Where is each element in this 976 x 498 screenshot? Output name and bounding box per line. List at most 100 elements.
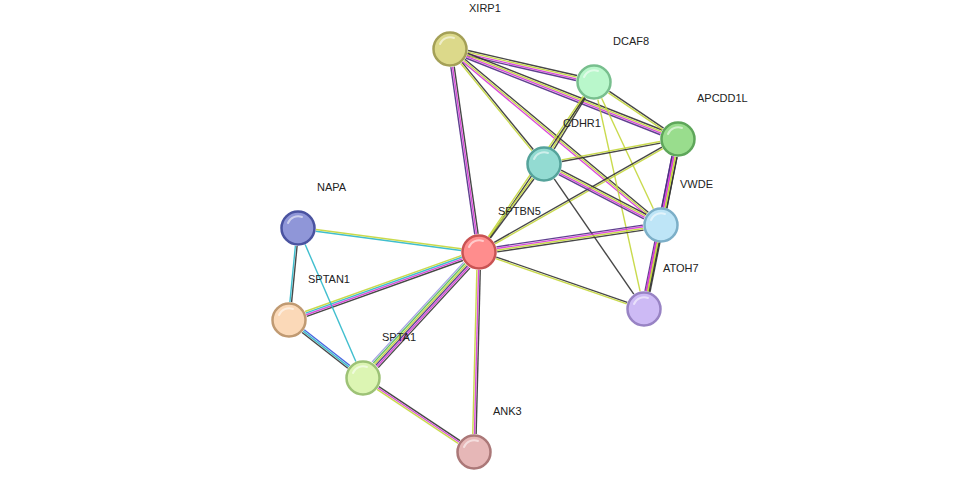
node-circle — [280, 210, 316, 246]
interaction-edge — [598, 100, 640, 292]
node-disc — [347, 362, 380, 395]
interaction-edge — [302, 330, 350, 368]
evidence-line — [316, 231, 461, 250]
evidence-line — [302, 332, 348, 368]
protein-node: CDHR1 — [526, 146, 562, 182]
evidence-line — [466, 58, 661, 135]
evidence-line — [559, 175, 644, 219]
evidence-line — [560, 172, 645, 216]
interaction-edge — [451, 67, 478, 235]
protein-label: VWDE — [680, 178, 713, 191]
protein-label: ATOH7 — [663, 262, 699, 275]
interaction-edge — [305, 245, 356, 362]
interaction-edge — [496, 257, 628, 304]
interaction-edge — [608, 91, 663, 129]
evidence-line — [305, 245, 356, 362]
evidence-line — [378, 268, 470, 368]
evidence-line — [598, 100, 640, 292]
evidence-line — [454, 67, 478, 234]
evidence-line — [497, 230, 643, 252]
node-gloss — [668, 127, 682, 134]
node-circle — [271, 302, 307, 338]
protein-label: XIRP1 — [469, 2, 501, 15]
evidence-line — [306, 259, 462, 315]
evidence-line — [467, 55, 662, 132]
interaction-edge — [316, 230, 462, 251]
evidence-line — [608, 93, 662, 130]
protein-node: SPTAN1 — [271, 302, 307, 338]
node-disc — [273, 304, 306, 337]
evidence-line — [377, 267, 469, 367]
node-circle — [526, 146, 562, 182]
node-disc — [578, 66, 611, 99]
node-gloss — [584, 70, 598, 77]
protein-node: SPTA1 — [345, 360, 381, 396]
node-disc — [434, 33, 467, 66]
evidence-line — [560, 173, 645, 217]
evidence-line — [497, 227, 643, 249]
evidence-line — [462, 62, 533, 149]
node-circle — [461, 234, 497, 270]
protein-node: DCAF8 — [576, 64, 612, 100]
interaction-edge — [377, 387, 460, 444]
node-disc — [458, 436, 491, 469]
evidence-line — [646, 242, 656, 291]
protein-label: DCAF8 — [613, 35, 649, 48]
evidence-line — [290, 246, 295, 302]
interaction-edge — [473, 270, 481, 434]
node-gloss — [534, 152, 548, 159]
evidence-line — [453, 67, 477, 234]
evidence-line — [376, 266, 468, 366]
interaction-edge — [496, 225, 643, 252]
evidence-line — [496, 257, 627, 302]
node-circle — [345, 360, 381, 396]
node-circle — [643, 207, 679, 243]
evidence-line — [378, 388, 459, 442]
evidence-line — [372, 262, 464, 362]
node-gloss — [288, 216, 302, 223]
interaction-edge — [305, 256, 463, 317]
protein-node: ATOH7 — [626, 291, 662, 327]
protein-node: VWDE — [643, 207, 679, 243]
evidence-line — [375, 265, 467, 365]
evidence-line — [648, 243, 658, 292]
protein-node: ANK3 — [456, 434, 492, 470]
evidence-line — [473, 270, 477, 434]
protein-label: SPTBN5 — [498, 205, 541, 218]
evidence-line — [496, 259, 627, 304]
evidence-line — [497, 228, 643, 250]
protein-node: APCDD1L — [660, 121, 696, 157]
node-gloss — [353, 366, 367, 373]
evidence-line — [468, 53, 663, 130]
node-gloss — [279, 308, 293, 315]
node-disc — [628, 293, 661, 326]
interaction-edge — [290, 246, 297, 302]
evidence-line — [451, 67, 475, 234]
protein-node: XIRP1 — [432, 31, 468, 67]
protein-label: ANK3 — [493, 405, 522, 418]
node-gloss — [651, 213, 665, 220]
interaction-edge — [466, 53, 662, 135]
node-gloss — [469, 240, 483, 247]
node-disc — [463, 236, 496, 269]
node-disc — [282, 212, 315, 245]
node-gloss — [464, 440, 478, 447]
evidence-line — [379, 387, 460, 441]
node-gloss — [440, 37, 454, 44]
evidence-line — [609, 91, 663, 128]
evidence-line — [304, 330, 350, 366]
interaction-edge — [559, 170, 646, 219]
interaction-edge — [646, 242, 659, 291]
protein-node: NAPA — [280, 210, 316, 246]
protein-label: SPTAN1 — [308, 273, 350, 286]
node-circle — [626, 291, 662, 327]
node-disc — [645, 209, 678, 242]
evidence-line — [303, 331, 349, 367]
node-disc — [528, 148, 561, 181]
evidence-line — [373, 264, 465, 364]
node-circle — [660, 121, 696, 157]
evidence-line — [466, 56, 661, 133]
protein-node: SPTBN5 — [461, 234, 497, 270]
node-circle — [456, 434, 492, 470]
